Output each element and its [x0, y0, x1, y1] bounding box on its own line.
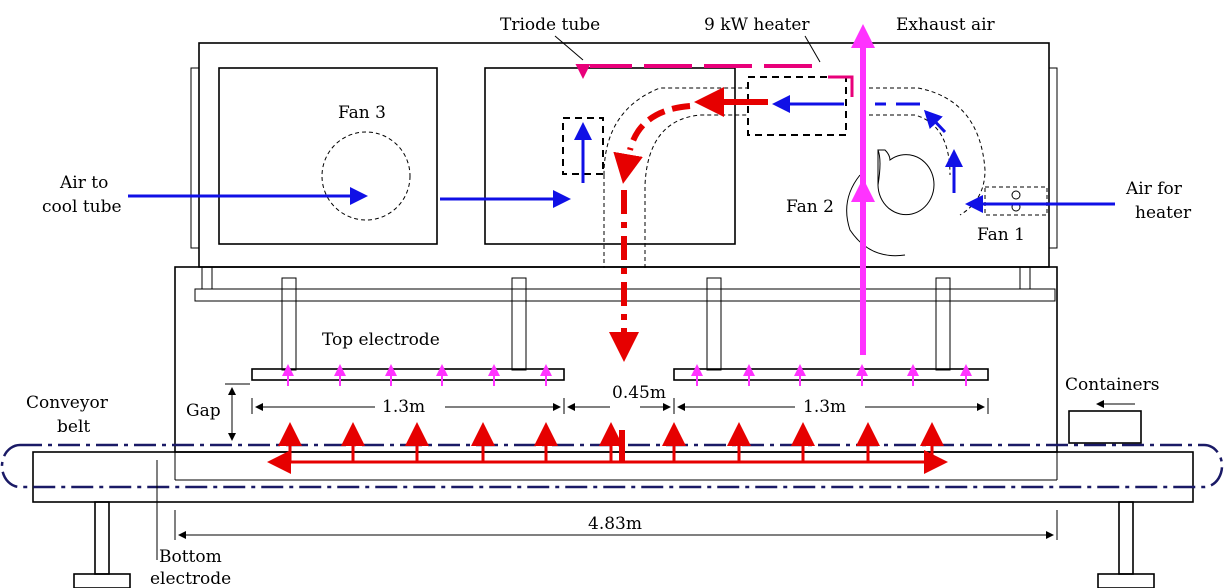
label-dim-gap: 0.45m [612, 383, 666, 403]
label-dim-left: 1.3m [382, 397, 425, 417]
heater-box [747, 76, 847, 136]
conveyor-belt [0, 443, 1224, 489]
tube-chamber [484, 67, 736, 245]
label-dim-right: 1.3m [803, 397, 846, 417]
fan1-shape [1011, 190, 1021, 212]
label-air-for-heater-1: Air for [1125, 179, 1183, 199]
label-exhaust-air: Exhaust air [896, 15, 996, 35]
fan2-shape [846, 149, 935, 257]
top-electrode-left [251, 368, 565, 381]
label-air-to-cool-2: cool tube [42, 197, 122, 217]
fan3-circle [321, 131, 411, 221]
label-conveyor-2: belt [57, 417, 90, 437]
label-dim-total: 4.83m [588, 514, 642, 534]
heater-air-flow [772, 95, 1115, 213]
conveyor [0, 400, 1224, 588]
label-bottom-electrode-1: Bottom [159, 547, 222, 567]
label-containers: Containers [1065, 375, 1159, 395]
label-conveyor-1: Conveyor [26, 393, 109, 413]
dimension-lines [174, 383, 1058, 540]
leader-triode-tube [554, 35, 584, 61]
upper-housing [190, 42, 1058, 268]
leader-heater [804, 35, 821, 63]
label-gap: Gap [186, 401, 221, 421]
label-heater: 9 kW heater [704, 15, 810, 35]
top-electrode-arrows [282, 364, 972, 386]
label-air-to-cool-1: Air to [59, 173, 108, 193]
lower-cabinet [174, 266, 1058, 453]
label-fan2: Fan 2 [786, 197, 834, 217]
rf-field-arrows [267, 422, 948, 474]
fan3-chamber [218, 67, 438, 245]
cool-air-flow [128, 122, 592, 208]
container-box [1068, 410, 1142, 444]
label-top-electrode: Top electrode [322, 330, 440, 350]
top-electrode-right [673, 368, 989, 381]
label-fan3: Fan 3 [338, 103, 386, 123]
hot-air-flow [575, 64, 854, 362]
label-air-for-heater-2: heater [1135, 203, 1192, 223]
label-bottom-electrode-2: electrode [150, 569, 231, 588]
label-triode-tube: Triode tube [500, 15, 600, 35]
label-fan1: Fan 1 [977, 225, 1025, 245]
